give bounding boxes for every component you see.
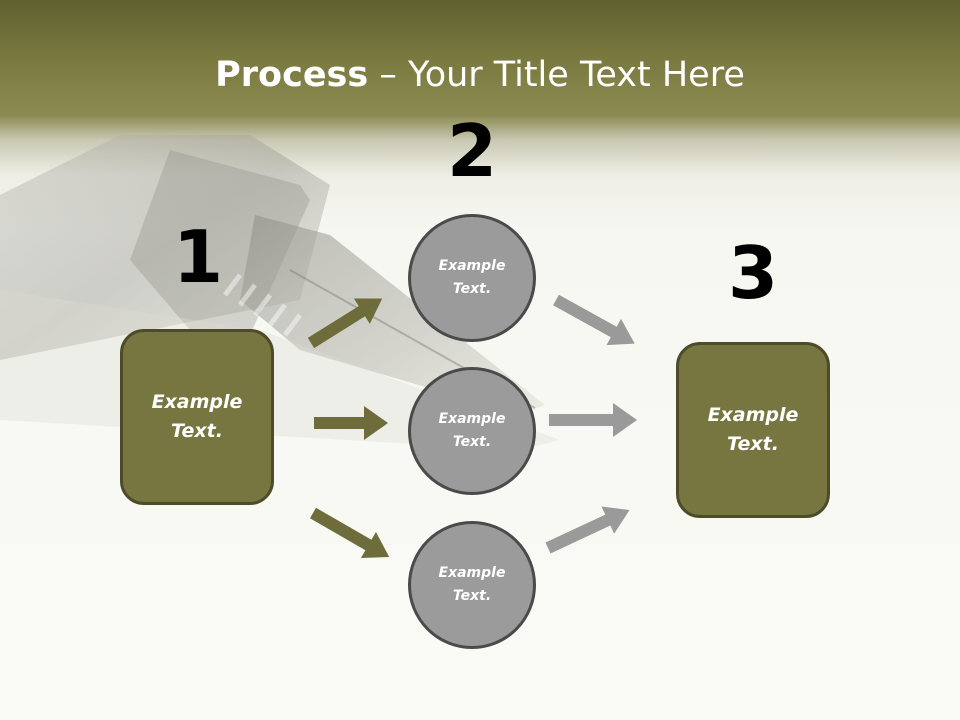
left-box-text: Example Text. <box>151 391 243 442</box>
arrow-bottom-to-right <box>545 506 630 554</box>
right-process-box: Example Text. <box>676 342 830 518</box>
gray-arrows <box>545 294 637 554</box>
title-rest: – Your Title Text Here <box>368 55 745 95</box>
arrow-left-to-middle <box>314 406 388 440</box>
arrow-middle-to-right <box>549 403 637 437</box>
arrow-left-to-bottom <box>310 507 390 558</box>
circle-top: Example Text. <box>408 214 536 342</box>
circle-middle: Example Text. <box>408 367 536 495</box>
left-process-box: Example Text. <box>120 329 274 505</box>
olive-arrows <box>307 298 390 558</box>
right-box-text: Example Text. <box>707 404 799 455</box>
step-number-2: 2 <box>446 109 498 193</box>
circle-top-text: Example Text. <box>438 258 506 297</box>
step-number-1: 1 <box>172 215 224 299</box>
circle-bottom: Example Text. <box>408 521 536 649</box>
arrow-top-to-right <box>553 294 635 346</box>
circle-bottom-text: Example Text. <box>438 565 506 604</box>
slide-title: Process – Your Title Text Here <box>0 52 960 98</box>
circle-middle-text: Example Text. <box>438 411 506 450</box>
arrow-left-to-top <box>307 298 383 349</box>
step-number-3: 3 <box>727 231 779 315</box>
title-bold: Process <box>215 55 369 95</box>
